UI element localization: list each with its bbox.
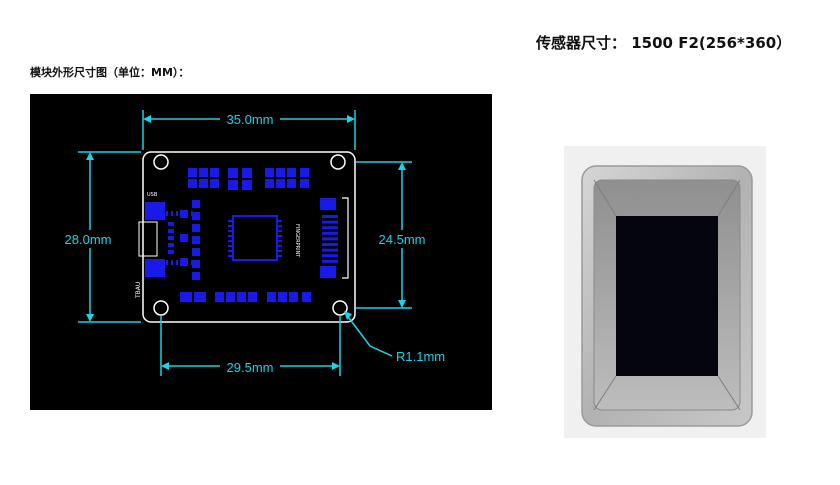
right-connector — [320, 197, 349, 279]
mounting-hole-top-left — [153, 154, 169, 170]
bottom-pads-group — [180, 292, 311, 302]
usb-pins — [168, 222, 174, 254]
mounting-hole-bottom-right — [332, 300, 348, 316]
mounting-hole-bottom-left — [153, 300, 169, 316]
dim-label-right: 24.5mm — [379, 232, 426, 247]
pcb-drawing-svg: FINGERPRINT TBAU USB — [60, 110, 445, 376]
bevel-corners — [593, 179, 741, 411]
top-pads-group — [188, 168, 309, 190]
dim-label-left: 28.0mm — [65, 232, 112, 247]
central-chip — [156, 211, 282, 265]
dim-label-top: 35.0mm — [227, 112, 274, 127]
sensor-photo-svg — [564, 146, 766, 438]
sensor-window — [616, 216, 718, 376]
left-pads-group — [180, 200, 200, 280]
dim-label-radius: R1.1mm — [396, 349, 445, 364]
fingerprint-sensor-photo — [564, 146, 766, 438]
usb-pad-bottom — [145, 259, 165, 277]
board-usb-label: USB — [147, 192, 158, 198]
usb-pad-top — [145, 202, 165, 220]
module-dimension-drawing: FINGERPRINT TBAU USB — [30, 94, 492, 410]
board-fingerprint-text: FINGERPRINT — [294, 224, 300, 258]
module-dimension-title: 模块外形尺寸图（单位：MM）： — [30, 66, 190, 79]
usb-connector-outline — [138, 221, 158, 257]
dim-label-bottom: 29.5mm — [227, 360, 274, 375]
sensor-size-title: 传感器尺寸： 1500 F2(256*360） — [536, 34, 792, 52]
mounting-hole-top-right — [330, 154, 346, 170]
board-port-label: TBAU — [135, 282, 142, 299]
